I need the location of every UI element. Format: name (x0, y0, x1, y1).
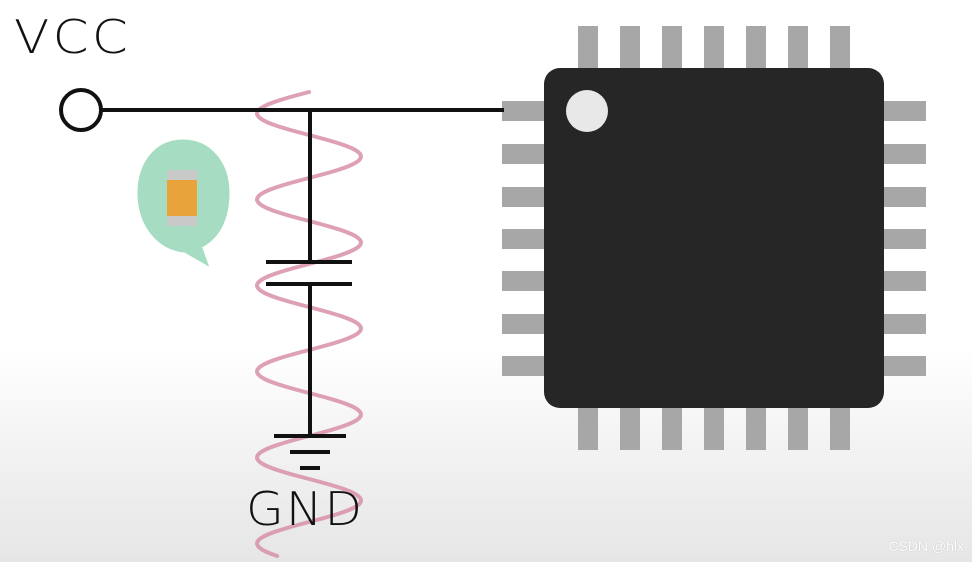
chip-pin (620, 26, 640, 70)
chip-pin (746, 406, 766, 450)
chip-pin (502, 144, 548, 164)
smd-capacitor-end-cap (167, 216, 197, 226)
chip-pin (502, 314, 548, 334)
chip-pin (788, 26, 808, 70)
wires (101, 108, 504, 435)
chip-pin (880, 229, 926, 249)
capacitor-symbol-icon (266, 260, 352, 286)
chip-pin (578, 26, 598, 70)
ground-symbol-icon (274, 434, 346, 470)
chip-top-pins (578, 26, 850, 70)
chip-bottom-pins (578, 406, 850, 450)
chip-pin (880, 101, 926, 121)
gnd-label: GND (246, 482, 365, 536)
smd-capacitor-end-cap (167, 170, 197, 180)
chip-pin (502, 356, 548, 376)
pin1-indicator-dot (566, 90, 608, 132)
noise-wave (254, 90, 364, 558)
chip-pin (830, 26, 850, 70)
chip-pin (880, 144, 926, 164)
chip-left-pins (502, 101, 548, 376)
chip-pin (662, 406, 682, 450)
chip-pin (880, 356, 926, 376)
chip-pin (830, 406, 850, 450)
chip-right-pins (880, 101, 926, 376)
chip-pin (880, 187, 926, 207)
vcc-terminal-icon (59, 88, 103, 132)
smd-capacitor-icon (167, 180, 197, 216)
chip-pin (502, 187, 548, 207)
chip-pin (880, 271, 926, 291)
chip-pin (578, 406, 598, 450)
chip-pin (704, 406, 724, 450)
chip-pin (704, 26, 724, 70)
chip-pin (502, 229, 548, 249)
vcc-label: VCC (14, 10, 132, 64)
smd-capacitor-bubble (134, 136, 233, 274)
chip-pin (788, 406, 808, 450)
chip-pin (502, 271, 548, 291)
chip-pin (620, 406, 640, 450)
chip-pin (662, 26, 682, 70)
chip-body (544, 68, 884, 408)
chip-pin (746, 26, 766, 70)
chip-pin (502, 101, 548, 121)
chip-pin (880, 314, 926, 334)
watermark: CSDN @hlx (888, 538, 964, 554)
